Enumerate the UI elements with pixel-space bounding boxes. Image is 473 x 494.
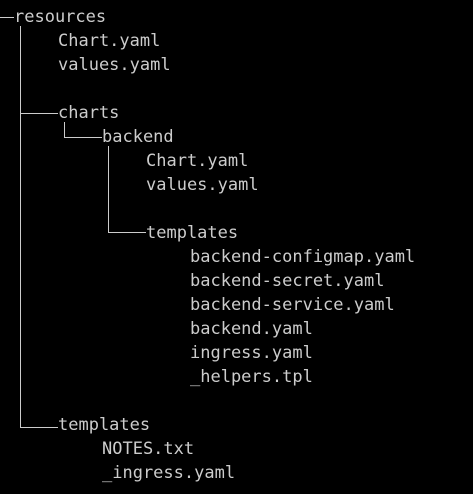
tree-connector	[64, 122, 65, 137]
file-values-yaml[interactable]: values.yaml	[58, 55, 171, 75]
file-ingress-yaml[interactable]: ingress.yaml	[190, 343, 313, 363]
file-backend-secret[interactable]: backend-secret.yaml	[190, 271, 385, 291]
folder-backend-templates[interactable]: templates	[146, 223, 239, 243]
tree-connector	[20, 427, 58, 428]
file-underscore-ingress-yaml[interactable]: _ingress.yaml	[102, 463, 236, 483]
file-helpers-tpl[interactable]: _helpers.tpl	[190, 367, 313, 387]
folder-templates[interactable]: templates	[58, 415, 151, 435]
file-notes-txt[interactable]: NOTES.txt	[102, 439, 195, 459]
file-backend-chart-yaml[interactable]: Chart.yaml	[146, 151, 249, 171]
file-backend-values-yaml[interactable]: values.yaml	[146, 175, 259, 195]
folder-charts[interactable]: charts	[58, 103, 120, 123]
file-backend-service[interactable]: backend-service.yaml	[190, 295, 395, 315]
file-backend-configmap[interactable]: backend-configmap.yaml	[190, 247, 416, 267]
file-backend-yaml[interactable]: backend.yaml	[190, 319, 313, 339]
tree-connector	[108, 232, 146, 233]
tree-connector	[0, 17, 14, 18]
tree-connector	[64, 137, 102, 138]
folder-backend[interactable]: backend	[102, 127, 174, 147]
tree-connector	[20, 26, 21, 428]
folder-resources[interactable]: resources	[14, 7, 107, 27]
file-chart-yaml[interactable]: Chart.yaml	[58, 31, 161, 51]
tree-connector	[108, 146, 109, 232]
tree-connector	[20, 113, 58, 114]
